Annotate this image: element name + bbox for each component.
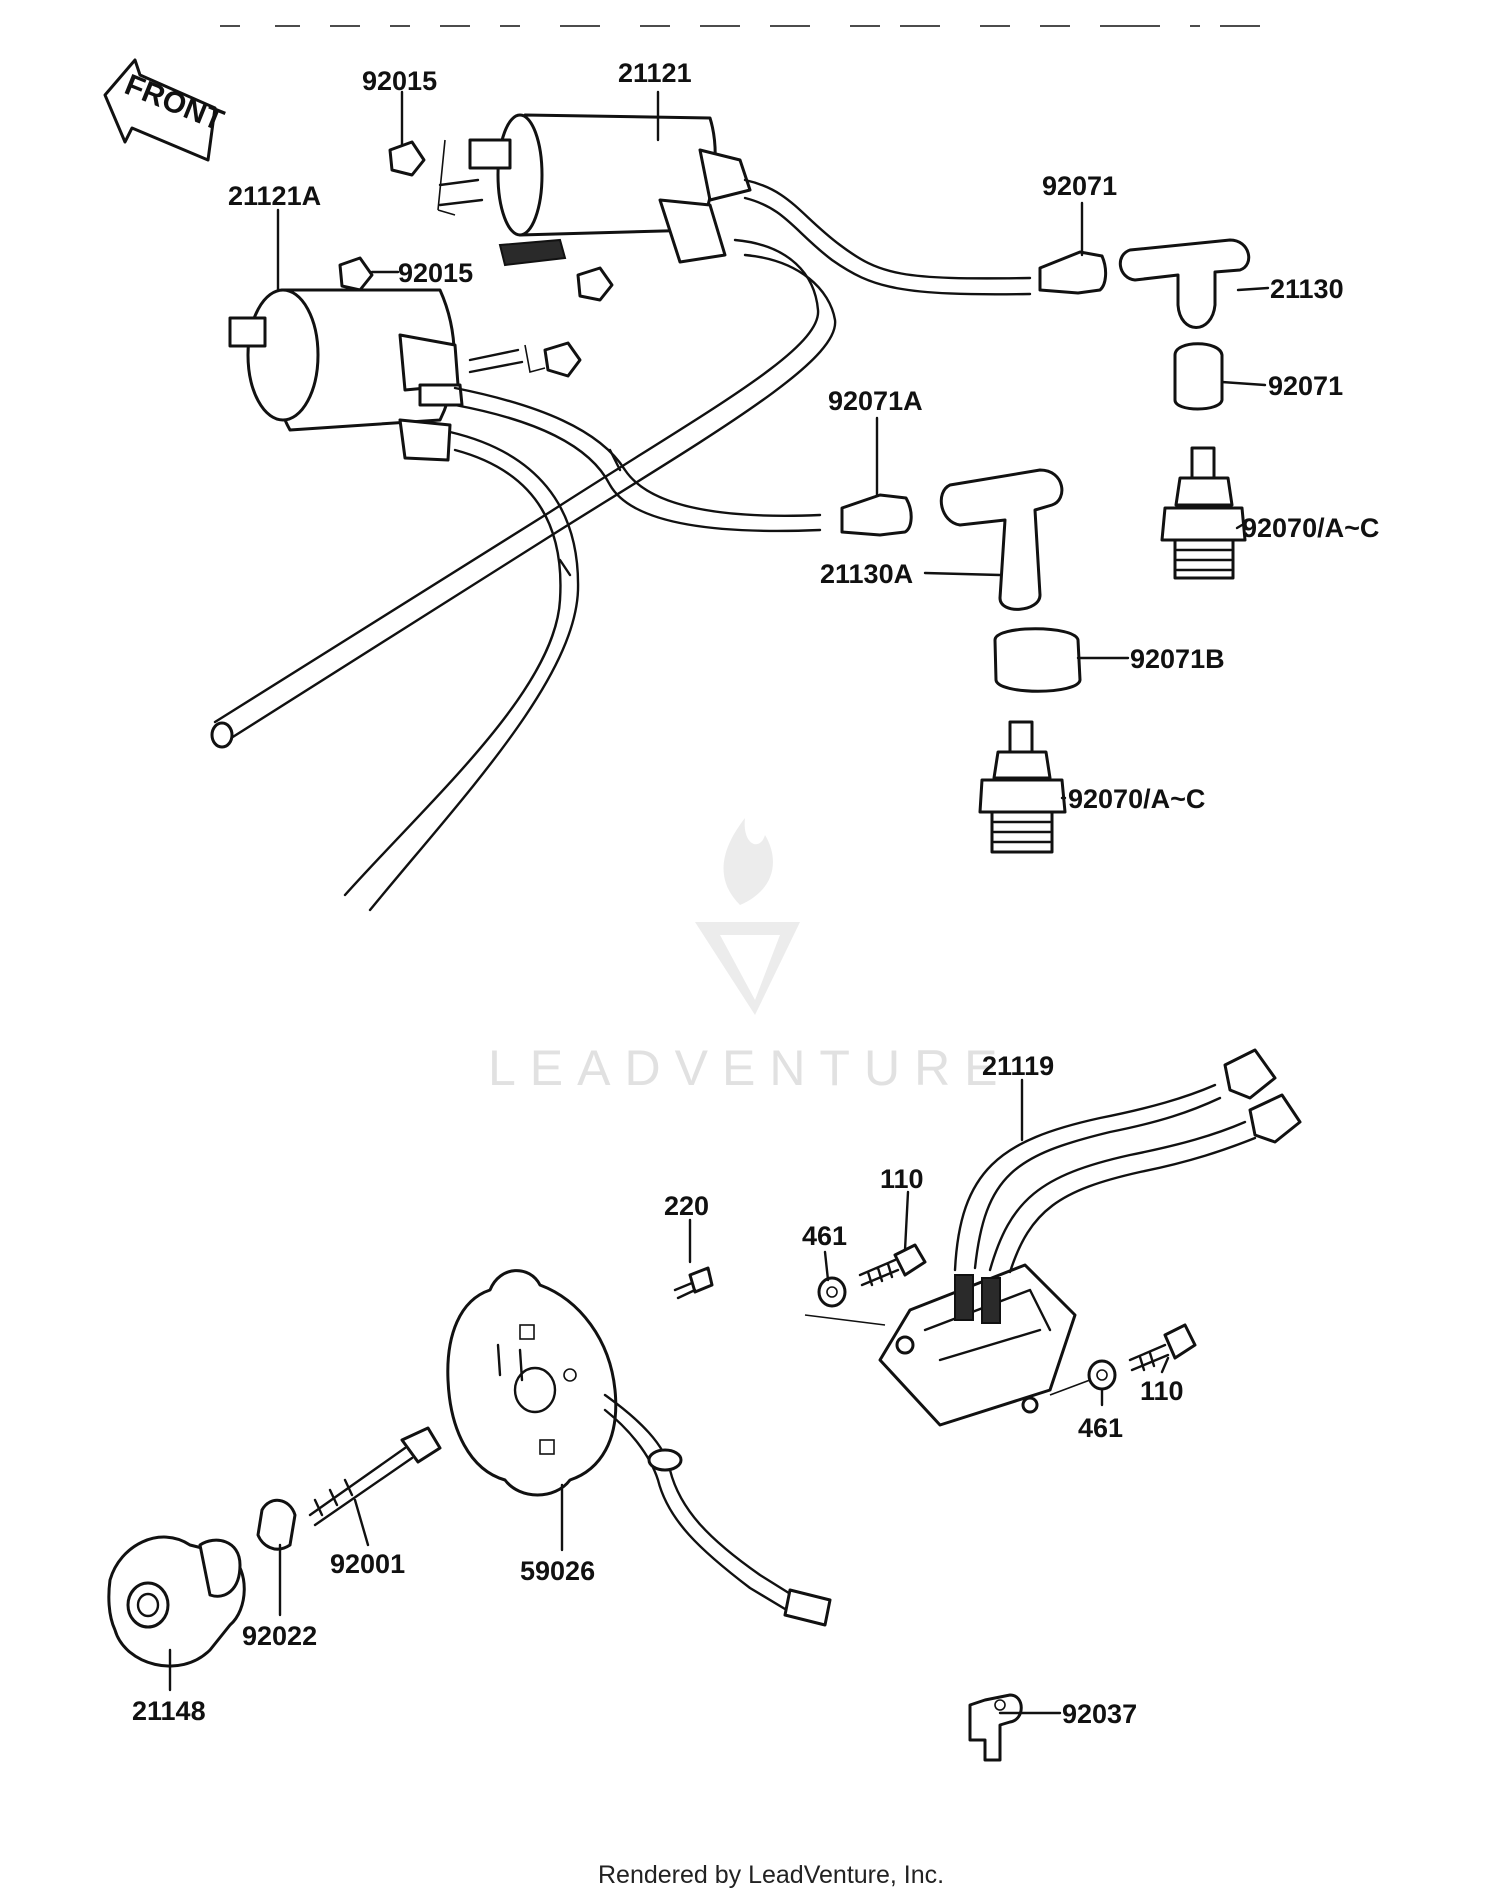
callout-21130: 21130 [1270, 274, 1344, 304]
callout-21121A: 21121A [228, 181, 321, 211]
plug-cap-21130A [939, 468, 1064, 611]
callout-92071A: 92071A [828, 386, 923, 416]
screw-220 [673, 1266, 714, 1300]
washer-461-right [1049, 1359, 1117, 1396]
boot-92071B [993, 627, 1082, 693]
callout-59026: 59026 [520, 1556, 595, 1586]
front-direction-tag: FRONT [103, 58, 228, 162]
suppressor-92071A [840, 493, 913, 537]
callout-92001: 92001 [330, 1549, 405, 1579]
callout-21121: 21121 [618, 58, 692, 88]
callout-21130A: 21130A [820, 559, 913, 589]
spacer-92022 [256, 1499, 297, 1551]
callouts: 92015 21121 21121A 92015 92071 21130 920… [132, 58, 1379, 1729]
clamp-92037 [968, 1693, 1023, 1762]
callout-92015-mid: 92015 [398, 258, 473, 288]
pickup-plate-59026 [446, 1269, 832, 1627]
callout-461-b: 461 [1078, 1413, 1123, 1443]
v-logo-icon [695, 922, 800, 1015]
igniter-unit-21119 [878, 1048, 1302, 1427]
watermark: LEADVENTURE [488, 818, 1012, 1096]
callout-92070-b: 92070/A~C [1068, 784, 1205, 814]
high-tension-leads [210, 178, 1032, 912]
bolt-110-left [858, 1243, 927, 1287]
bolt-92001 [308, 1426, 442, 1527]
callout-92037: 92037 [1062, 1699, 1137, 1729]
bolt-110-right [1128, 1323, 1197, 1372]
callout-92015-top: 92015 [362, 66, 437, 96]
suppressor-92071-lower [1173, 342, 1224, 411]
callout-110-b: 110 [1140, 1376, 1184, 1406]
callout-21119: 21119 [982, 1051, 1054, 1081]
callout-220: 220 [664, 1191, 709, 1221]
spark-plug-upper [1160, 446, 1247, 580]
callout-110-a: 110 [880, 1164, 924, 1194]
callout-92022: 92022 [242, 1621, 317, 1651]
suppressor-92071-top [1038, 250, 1108, 295]
watermark-text: LEADVENTURE [488, 1040, 1012, 1096]
callout-92071-a: 92071 [1042, 171, 1117, 201]
callout-21148: 21148 [132, 1696, 206, 1726]
callout-92071-b: 92071 [1268, 371, 1343, 401]
spark-plug-lower [978, 720, 1067, 854]
washer-461-left [804, 1276, 886, 1326]
footer-credit: Rendered by LeadVenture, Inc. [598, 1861, 944, 1889]
leader-lines [168, 90, 1270, 1715]
callout-92071B: 92071B [1130, 644, 1225, 674]
callout-92070-a: 92070/A~C [1242, 513, 1379, 543]
ignition-coil-21121 [388, 113, 752, 302]
ignition-coil-21121A [228, 256, 582, 462]
advancer-21148 [107, 1535, 246, 1668]
flame-logo-icon [723, 818, 773, 905]
callout-461-a: 461 [802, 1221, 847, 1251]
plug-cap-21130 [1119, 238, 1251, 329]
